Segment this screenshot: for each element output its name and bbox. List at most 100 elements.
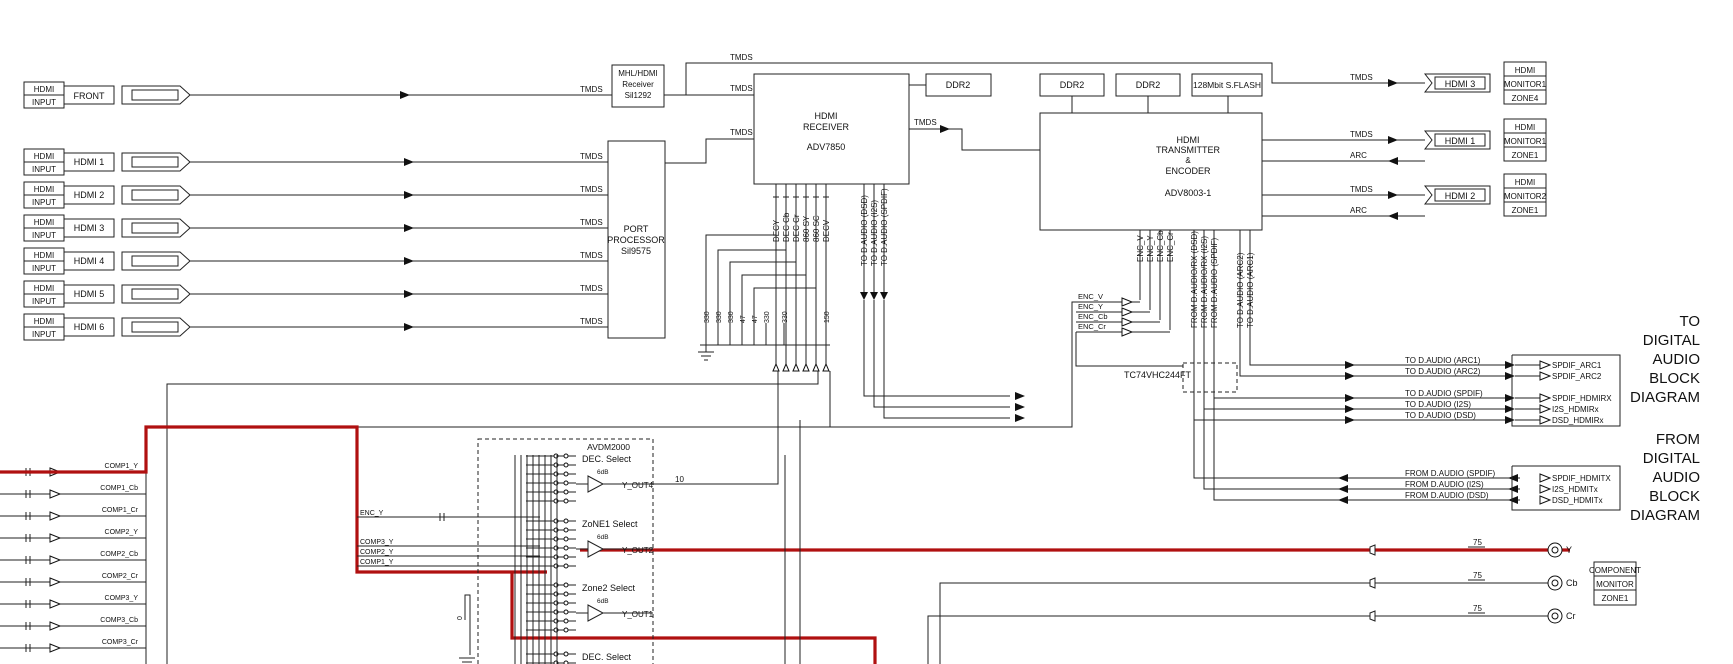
- monitor-port-label: HDMI 1: [1445, 136, 1476, 146]
- svg-text:AVDM2000: AVDM2000: [587, 442, 630, 452]
- monitor-line: HDMI: [1515, 123, 1535, 132]
- signal-arrow-icon: [49, 489, 62, 499]
- monitor-line: MONITOR1: [1504, 80, 1547, 89]
- mux-output-label: Y_OUT4: [622, 481, 654, 490]
- transmitter-flash: 128Mbit S.FLASH: [1191, 73, 1263, 113]
- ground-value: 0: [457, 616, 464, 620]
- enc-line-label: ENC_Y: [1078, 302, 1103, 311]
- signal-arrow-icon: [1539, 371, 1552, 381]
- signal-arrow-icon: [772, 362, 780, 372]
- transmitter-audio-label: FROM D.AUDIO/RX (I2S): [1200, 236, 1209, 328]
- mux-output-label: Y_OUT2: [622, 546, 654, 555]
- signal-arrow-icon: [49, 511, 62, 521]
- from-audio-label: FROM D.AUDIO (SPDIF): [1405, 469, 1496, 478]
- monitor-port-label: HDMI 3: [1445, 79, 1476, 89]
- svg-text:RECEIVER: RECEIVER: [803, 122, 850, 132]
- monitor-line: MONITOR1: [1504, 137, 1547, 146]
- svg-text:TC74VHC244FT: TC74VHC244FT: [1124, 370, 1192, 380]
- component-input-row: COMP3_Cb: [0, 617, 146, 631]
- tmds-label: TMDS: [580, 284, 603, 293]
- input-tag-line2: INPUT: [32, 165, 56, 174]
- svg-text:MONITOR: MONITOR: [1596, 580, 1634, 589]
- amplifier-icon: [587, 475, 605, 493]
- tmds-label: TMDS: [580, 218, 603, 227]
- svg-text:DDR2: DDR2: [946, 80, 971, 90]
- tc74vhc244-buffer: TC74VHC244FT: [1124, 362, 1238, 393]
- termination-ohms: 75: [1473, 571, 1482, 580]
- component-input-row: COMP3_Y: [0, 595, 146, 609]
- component-input-row: COMP1_Cb: [0, 485, 146, 499]
- signal-arrow-icon: [404, 323, 414, 331]
- signal-arrow-icon: [812, 362, 820, 372]
- input-tag-line1: HDMI: [34, 251, 54, 260]
- svg-text:Receiver: Receiver: [622, 80, 654, 89]
- rca-jack-label: Cb: [1566, 578, 1578, 588]
- svg-text:ENCODER: ENCODER: [1165, 166, 1211, 176]
- component-input-label: COMP1_Y: [105, 463, 139, 470]
- tmds-label: TMDS: [580, 152, 603, 161]
- svg-text:DIGITAL: DIGITAL: [1643, 450, 1700, 467]
- termination-ohms: 75: [1473, 538, 1482, 547]
- svg-text:ARC: ARC: [1350, 151, 1367, 160]
- component-input-row: COMP2_Cr: [0, 573, 146, 587]
- input-tag-line2: INPUT: [32, 330, 56, 339]
- to-audio-label: TO D.AUDIO (ARC2): [1405, 367, 1481, 376]
- select-label: DEC. Select: [582, 454, 632, 464]
- to-audio-label: TO D.AUDIO (SPDIF): [1405, 389, 1483, 398]
- input-label-front: FRONT: [74, 91, 105, 101]
- mux-output-label: Y_OUT1: [622, 610, 654, 619]
- svg-text:MHL/HDMI: MHL/HDMI: [618, 69, 658, 78]
- signal-arrow-icon: [782, 362, 790, 372]
- signal-arrow-icon: [1505, 394, 1515, 402]
- component-input-row: COMP2_Cb: [0, 551, 146, 565]
- from-audio-signal: SPDIF_HDMITX: [1552, 474, 1611, 483]
- component-input-label: COMP3_Cr: [102, 639, 139, 646]
- enc-pin-label: ENC_Cr: [1166, 232, 1175, 262]
- signal-arrow-icon: [1539, 484, 1552, 494]
- signal-arrow-icon: [1539, 415, 1552, 425]
- termination-ohms: 75: [1473, 604, 1482, 613]
- to-audio-signal: I2S_HDMIRx: [1552, 405, 1599, 414]
- svg-text:TMDS: TMDS: [1350, 130, 1373, 139]
- monitor-line: ZONE1: [1512, 206, 1539, 215]
- resistor-value: 10: [675, 475, 684, 484]
- rca-jack-label: Y: [1566, 545, 1572, 555]
- svg-text:ADV8003-1: ADV8003-1: [1165, 188, 1212, 198]
- signal-arrow-icon: [1505, 372, 1515, 380]
- signal-arrow-icon: [1505, 361, 1515, 369]
- signal-arrow-icon: [1505, 416, 1515, 424]
- input-label: HDMI 5: [74, 289, 105, 299]
- signal-arrow-icon: [1345, 372, 1355, 380]
- svg-text:ADV7850: ADV7850: [807, 142, 846, 152]
- select-label: DEC. Select: [582, 652, 632, 662]
- signal-arrow-icon: [1539, 360, 1552, 370]
- port-processor-chip: PORT PROCESSOR Sil9575: [607, 140, 666, 339]
- svg-text:TMDS: TMDS: [1350, 185, 1373, 194]
- enc-line-label: ENC_Cb: [1078, 312, 1108, 321]
- signal-arrow-icon: [49, 555, 62, 565]
- enc-pin-label: ENC_Y: [1146, 235, 1155, 262]
- amp-gain: 6dB: [597, 469, 609, 476]
- svg-text:128Mbit S.FLASH: 128Mbit S.FLASH: [1193, 80, 1261, 90]
- resistor-value: 330: [704, 311, 711, 323]
- amplifier-icon: [587, 540, 605, 558]
- signal-arrow-icon: [49, 533, 62, 543]
- signal-arrow-icon: [49, 577, 62, 587]
- svg-text:DDR2: DDR2: [1060, 80, 1085, 90]
- svg-text:COMPONENT: COMPONENT: [1589, 566, 1641, 575]
- monitor-line: HDMI: [1515, 66, 1535, 75]
- svg-text:Sil9575: Sil9575: [621, 246, 651, 256]
- component-input-label: COMP1_Cb: [100, 485, 138, 492]
- signal-arrow-icon: [404, 290, 414, 298]
- signal-arrow-icon: [1338, 496, 1348, 504]
- signal-arrow-icon: [404, 257, 414, 265]
